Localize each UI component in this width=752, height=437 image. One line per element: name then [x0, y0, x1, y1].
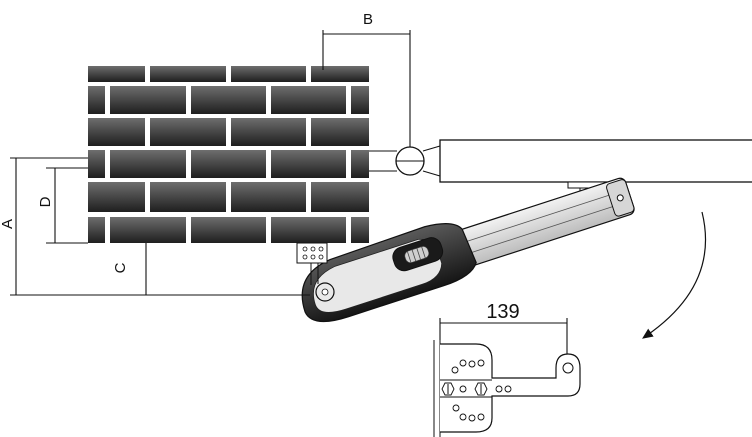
dimension-d: D: [37, 167, 88, 244]
label-c: C: [112, 262, 129, 273]
dimension-c: C: [112, 243, 147, 295]
label-139: 139: [486, 301, 519, 323]
gate-opener-motor: [301, 177, 635, 323]
label-b: B: [363, 11, 373, 28]
bracket-detail: 139: [433, 301, 581, 437]
dimension-b: B: [322, 11, 411, 147]
opening-direction-arrow: [642, 211, 707, 339]
post-bracket: [296, 242, 328, 285]
label-a: A: [0, 219, 16, 229]
dimension-a: A: [0, 157, 310, 296]
gate-leaf: [369, 139, 752, 183]
brick-wall: [88, 66, 369, 243]
label-d: D: [37, 196, 54, 207]
gate-leaf-rail: [439, 139, 752, 183]
